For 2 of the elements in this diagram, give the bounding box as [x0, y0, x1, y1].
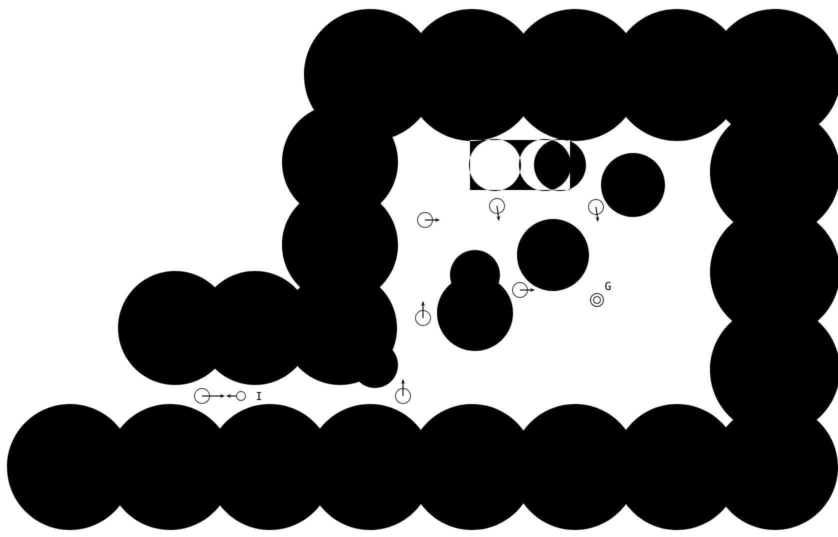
goal-label: G — [605, 282, 611, 290]
start-label: I — [256, 392, 262, 400]
